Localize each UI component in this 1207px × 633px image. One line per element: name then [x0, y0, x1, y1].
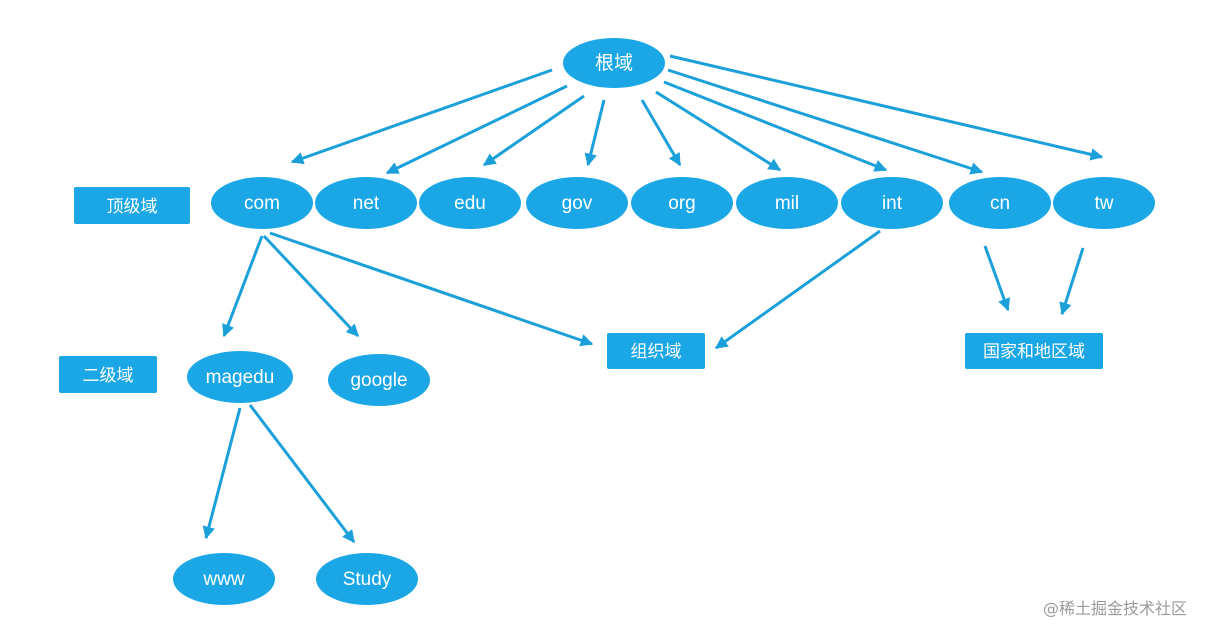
- arrow-root-net: [385, 84, 568, 175]
- sld-label-google: google: [350, 370, 407, 391]
- country-domain-label-box: 国家和地区域: [965, 333, 1103, 369]
- country-domain-label: 国家和地区域: [983, 342, 1085, 362]
- arrow-root-mil: [655, 90, 782, 172]
- tld-label-gov: gov: [562, 193, 593, 214]
- host-label-study: Study: [343, 569, 392, 590]
- arrow-cn-country: [983, 245, 1011, 312]
- tld-label-net: net: [353, 193, 380, 214]
- top-level-domain-node-com: com: [211, 177, 313, 229]
- top-level-domain-node-int: int: [841, 177, 943, 229]
- second-level-domain-node-magedu: magedu: [187, 351, 293, 403]
- arrow-root-tw: [669, 54, 1104, 161]
- arrow-com-magedu: [222, 235, 264, 338]
- host-label-www: www: [202, 569, 244, 590]
- arrow-root-int: [663, 80, 888, 172]
- tld-label-tw: tw: [1095, 193, 1114, 214]
- host-node-www: www: [173, 553, 275, 605]
- watermark: @稀土掘金技术社区: [1042, 599, 1187, 618]
- arrow-root-edu: [482, 94, 585, 167]
- arrow-root-com: [290, 68, 553, 165]
- tld-label-edu: edu: [454, 193, 486, 214]
- tld-label-cn: cn: [990, 193, 1010, 214]
- top-level-domain-label: 顶级域: [107, 197, 158, 217]
- second-level-domain-node-google: google: [328, 354, 430, 406]
- top-level-domain-node-org: org: [631, 177, 733, 229]
- arrow-magedu-www: [202, 407, 242, 540]
- arrows: [202, 54, 1104, 544]
- root-label: 根域: [595, 52, 633, 74]
- second-level-domain-label-box: 二级域: [59, 356, 157, 393]
- tld-label-int: int: [882, 193, 903, 214]
- top-level-domain-node-net: net: [315, 177, 417, 229]
- tld-label-mil: mil: [775, 193, 799, 214]
- second-level-domain-label: 二级域: [83, 366, 134, 386]
- host-node-study: Study: [316, 553, 418, 605]
- arrow-tw-country: [1059, 247, 1085, 316]
- top-level-domain-node-gov: gov: [526, 177, 628, 229]
- tld-label-com: com: [244, 193, 280, 214]
- arrow-root-org: [640, 99, 682, 167]
- arrow-com-google: [262, 234, 360, 338]
- org-domain-label: 组织域: [631, 342, 682, 362]
- top-level-domain-node-mil: mil: [736, 177, 838, 229]
- arrow-root-gov: [584, 99, 606, 167]
- root-node: 根域: [563, 38, 665, 88]
- tld-label-org: org: [668, 193, 695, 214]
- arrow-root-cn: [667, 68, 984, 175]
- top-level-domain-node-tw: tw: [1053, 177, 1155, 229]
- sld-label-magedu: magedu: [206, 367, 275, 388]
- top-level-domain-node-edu: edu: [419, 177, 521, 229]
- arrow-com-org-domain: [269, 231, 594, 347]
- org-domain-label-box: 组织域: [607, 333, 705, 369]
- arrow-int-org-domain: [714, 229, 881, 350]
- top-level-domain-label-box: 顶级域: [74, 187, 190, 224]
- arrow-magedu-study: [248, 404, 356, 544]
- top-level-domain-node-cn: cn: [949, 177, 1051, 229]
